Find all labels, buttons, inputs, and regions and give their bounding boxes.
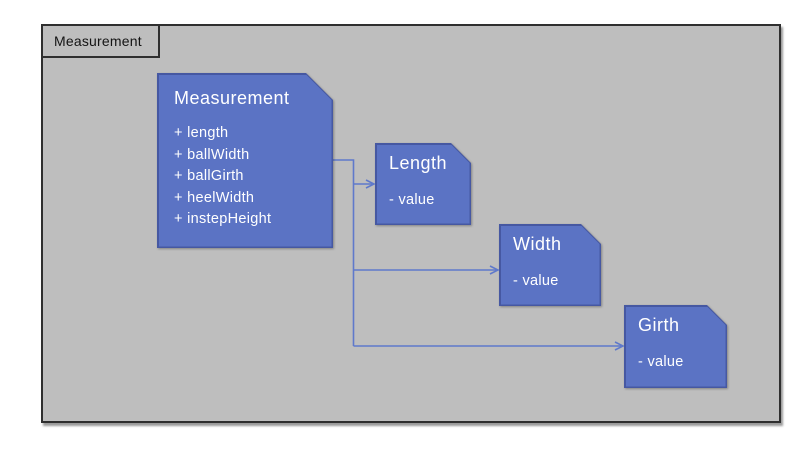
node-attribute-heelwidth: + heelWidth [174,189,255,206]
node-title-girth: Girth [638,315,680,335]
note-shape-fill [159,75,332,247]
node-title-measurement: Measurement [174,88,290,108]
node-attribute-value: - value [389,192,435,208]
class-node-length[interactable]: Length - value [375,143,471,225]
node-title-width: Width [513,234,562,254]
node-attribute-instepheight: + instepHeight [174,211,272,227]
node-attribute-ballgirth: + ballGirth [174,168,244,184]
node-attribute-length: + length [174,125,229,141]
node-attribute-value: - value [513,273,559,289]
class-node-measurement[interactable]: Measurement + length + ballWidth + ballG… [157,73,333,248]
diagram-frame-tab[interactable]: Measurement [41,24,160,58]
class-node-girth[interactable]: Girth - value [624,305,727,388]
note-shape-fill [501,226,600,305]
node-title-length: Length [389,153,448,173]
class-node-width[interactable]: Width - value [499,224,601,306]
diagram-frame-title: Measurement [54,33,142,49]
node-attribute-value: - value [638,354,684,370]
note-shape-fill [626,307,726,387]
node-attribute-ballwidth: + ballWidth [174,146,250,163]
note-shape-fill [377,145,470,224]
